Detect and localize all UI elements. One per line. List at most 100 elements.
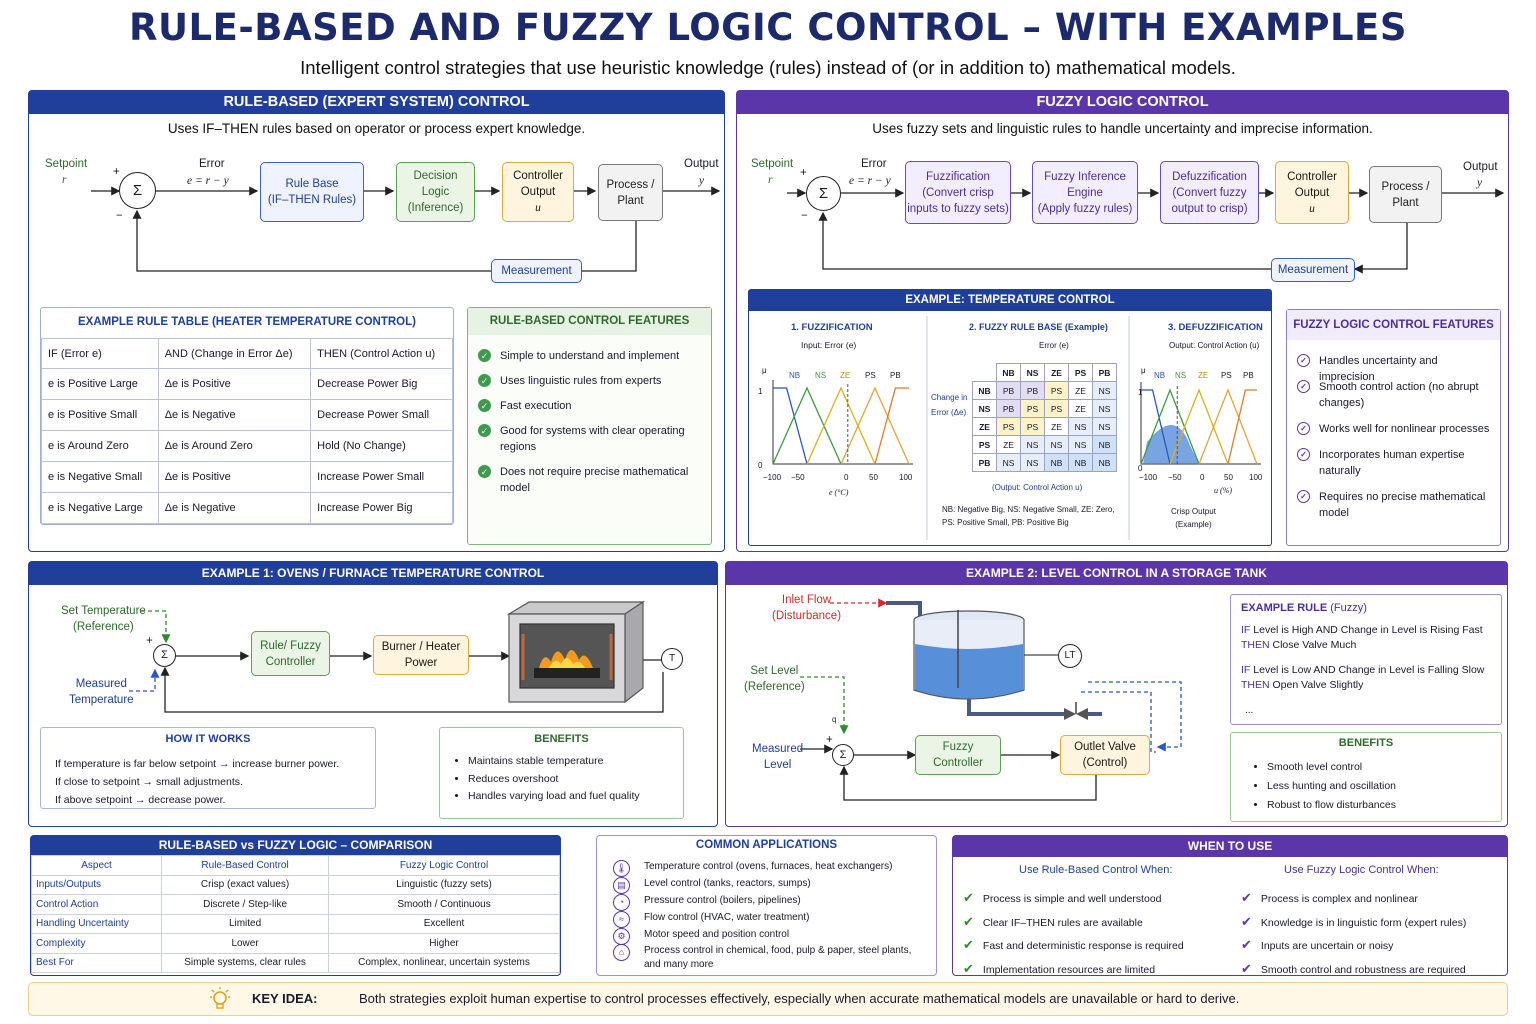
output-symbol: y	[699, 175, 705, 187]
rb-when-title: Use Rule-Based Control When:	[1019, 864, 1173, 876]
lightbulb-icon	[210, 987, 230, 1009]
block-line: Output	[1294, 186, 1330, 199]
table-header-row: Aspect Rule-Based Control Fuzzy Logic Co…	[30, 855, 560, 876]
table-cell: Linguistic (fuzzy sets)	[328, 874, 560, 895]
label-line: (Reference)	[73, 621, 134, 633]
crisp-line: (Example)	[1175, 520, 1212, 529]
matrix-cell: NB	[1092, 453, 1117, 472]
check-icon: ✓	[1297, 448, 1310, 461]
check-icon: ✔	[963, 937, 974, 952]
feature-item: ✓Smooth control action (no abrupt change…	[1297, 379, 1492, 411]
rule-condition: Level is Low AND Change in Level is Fall…	[1253, 664, 1485, 676]
matrix-col-header: NS	[1020, 363, 1045, 382]
change-label-line: Change in	[931, 393, 968, 402]
panel-header: FUZZY LOGIC CONTROL	[737, 91, 1508, 114]
set-label-pb: PB	[890, 371, 901, 380]
setpoint-label: Setpoint	[45, 158, 88, 170]
tick-label: 0	[1200, 473, 1205, 482]
table-cell: Hold (No Change)	[310, 430, 453, 462]
feature-text: Fast execution	[500, 400, 572, 412]
panel-intro: Uses fuzzy sets and linguistic rules to …	[872, 121, 1373, 136]
output-label: Output	[1463, 161, 1498, 173]
input-membership-plot	[772, 380, 913, 465]
block-line: Controller	[933, 757, 983, 769]
rule-base-sub: Error (e)	[1039, 341, 1069, 350]
rule-action: Open Valve Slightly	[1272, 679, 1364, 691]
tick-label: −50	[1168, 473, 1182, 482]
benefits-title: BENEFITS	[534, 733, 589, 745]
controller-output-block: Controller Output u	[1275, 161, 1349, 224]
defuzz-title: 3. DEFUZZIFICATION	[1168, 322, 1263, 333]
temperature-sensor: T	[661, 648, 683, 670]
set-label-ze: ZE	[840, 371, 851, 380]
table-cell: e is Negative Small	[41, 461, 159, 493]
table-cell: Handling Uncertainty	[30, 913, 163, 934]
when-text: Clear IF–THEN rules are available	[982, 916, 1143, 929]
when-item: ✔Process is complex and nonlinear	[1241, 887, 1466, 911]
aggregated-output-area	[1143, 424, 1199, 464]
setpoint-symbol: r	[62, 174, 67, 186]
decision-logic-block: Decision Logic (Inference)	[396, 162, 475, 222]
crisp-line: Crisp Output	[1171, 507, 1216, 516]
fz-features-box: FUZZY LOGIC CONTROL FEATURES ✓Handles un…	[1286, 309, 1501, 546]
rule-condition: Level is High AND Change in Level is Ris…	[1253, 624, 1483, 636]
stray-label: q	[832, 715, 837, 724]
membership-curve-pb	[1227, 389, 1257, 465]
table-cell: Increase Power Small	[310, 461, 453, 493]
table-cell: Δe is Positive	[157, 461, 312, 493]
applications-panel: COMMON APPLICATIONS 🌡︎Temperature contro…	[596, 835, 937, 976]
when-text: Smooth control and robustness are requir…	[1260, 963, 1466, 976]
benefits-list: Smooth level control Less hunting and os…	[1267, 758, 1487, 815]
block-line: u	[1309, 202, 1315, 215]
matrix-cell: ZE	[1068, 399, 1093, 418]
table-cell: Control Action	[30, 894, 163, 915]
mu-label: μ	[1141, 366, 1146, 375]
when-item: ✔Implementation resources are limited	[963, 958, 1184, 982]
setpoint-symbol: r	[768, 174, 773, 186]
matrix-corner	[973, 364, 997, 382]
how-list: If temperature is far below setpoint → i…	[55, 755, 339, 809]
panel-intro: Uses IF–THEN rules based on operator or …	[167, 121, 586, 136]
rb-when-list: ✔Process is simple and well understood ✔…	[963, 887, 1184, 981]
one-label: 1	[1138, 388, 1143, 397]
check-icon: ✔	[1241, 913, 1252, 929]
table-header: THEN (Control Action u)	[310, 338, 453, 369]
application-text: Level control (tanks, reactors, sumps)	[644, 878, 811, 889]
matrix-cell: PB	[996, 381, 1021, 400]
tank-icon: ▤	[613, 877, 630, 894]
set-temperature-label: Set Temperature(Reference)	[61, 603, 146, 635]
block-line: Engine	[1067, 186, 1103, 199]
plus-sign: +	[146, 635, 153, 647]
benefit-item: Robust to flow disturbances	[1267, 796, 1487, 815]
zero-label: 0	[1138, 464, 1143, 473]
block-line: Controller	[513, 170, 563, 182]
fz-features-title: FUZZY LOGIC CONTROL FEATURES	[1287, 310, 1500, 340]
process-block: Process / Plant	[1369, 166, 1442, 223]
membership-curve-nb	[773, 387, 808, 465]
title-text: EXAMPLE RULE	[1241, 602, 1328, 614]
membership-curve-ze	[806, 386, 876, 465]
rule-fuzzy-controller-block: Rule/ Fuzzy Controller	[251, 631, 330, 676]
output-label: Output	[684, 158, 719, 170]
table-cell: Discrete / Step-like	[161, 894, 330, 915]
key-idea-bar: KEY IDEA: Both strategies exploit human …	[28, 982, 1508, 1016]
matrix-cell: NS	[996, 453, 1021, 472]
rb-features-title: RULE-BASED CONTROL FEATURES	[468, 308, 711, 335]
set-label-ps: PS	[865, 371, 876, 380]
matrix-note: (Output: Control Action u)	[992, 483, 1083, 492]
matrix-col-header: ZE	[1044, 363, 1069, 382]
rule-keyword: THEN	[1241, 639, 1270, 651]
feature-item: ✓Good for systems with clear operating r…	[478, 423, 703, 455]
matrix-cell: ZE	[1044, 417, 1069, 436]
page-title: RULE-BASED AND FUZZY LOGIC CONTROL – WIT…	[129, 6, 1407, 49]
when-item: ✔Knowledge is in linguistic form (expert…	[1241, 911, 1466, 935]
feature-text: Good for systems with clear operating re…	[500, 425, 685, 453]
tick-label: 100	[899, 473, 913, 482]
table-cell: Crisp (exact values)	[161, 874, 330, 895]
when-item: ✔Process is simple and well understood	[963, 887, 1184, 911]
